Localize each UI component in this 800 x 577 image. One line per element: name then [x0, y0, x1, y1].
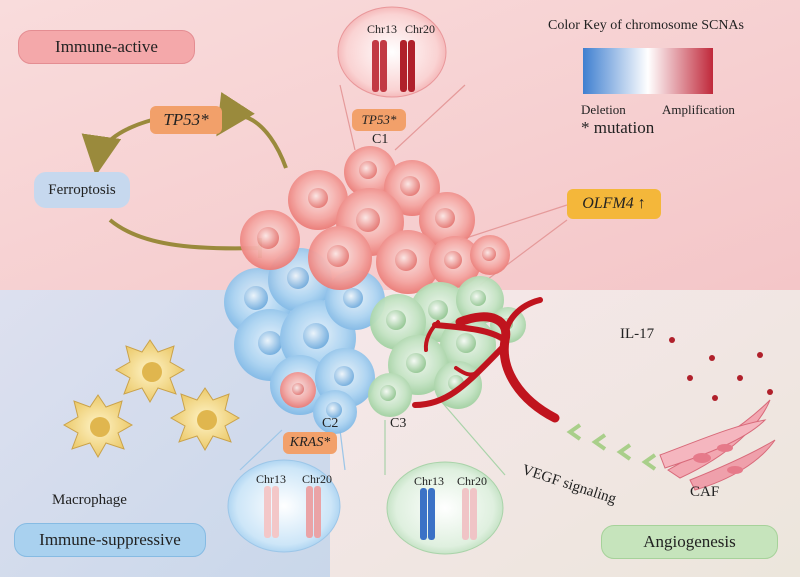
deletion-label: Deletion: [581, 102, 626, 117]
c3-chromosome-bubble: [386, 461, 504, 555]
arrow-to-ferroptosis: [81, 118, 153, 176]
up-arrow-icon: ↑: [637, 195, 646, 212]
c1-chr13-label: Chr13: [367, 22, 397, 36]
c2-chromosome-bubble: [227, 459, 341, 553]
tumor-cell: [456, 276, 504, 324]
tumor-cell: [368, 373, 412, 417]
vegf-chevrons: [566, 423, 657, 471]
c1-cell-cluster: [240, 146, 510, 408]
tumor-cell: [429, 236, 481, 288]
caf-label: CAF: [690, 484, 720, 500]
olfm4-tag: OLFM4 ↑: [567, 189, 661, 219]
arrow-to-tp53: [216, 91, 288, 169]
c1-label: C1: [372, 132, 389, 147]
macrophage-cell: [62, 394, 134, 459]
caf-cells: [659, 399, 776, 491]
c2-chr20-label: Chr20: [302, 472, 332, 486]
c2-kras-tag: KRAS*: [283, 432, 337, 454]
tumor-cell: [288, 170, 348, 230]
c1-chr20-label: Chr20: [405, 22, 435, 36]
il17-dots: [669, 337, 773, 401]
c2-label: C2: [322, 416, 339, 431]
tumor-cell: [308, 226, 372, 290]
tumor-cell: [376, 230, 440, 294]
tumor-cell: [313, 390, 357, 434]
macrophage-cell: [169, 387, 241, 452]
immune-active-label: Immune-active: [18, 30, 195, 64]
olfm4-gene: OLFM4: [582, 195, 634, 212]
tumor-cell: [419, 192, 475, 248]
tumor-cell: [240, 210, 300, 270]
blood-vessel: [412, 297, 560, 423]
macrophage-label: Macrophage: [52, 492, 127, 508]
c2-chr13-label: Chr13: [256, 472, 286, 486]
angiogenesis-label: Angiogenesis: [601, 525, 778, 559]
color-key-gradient: [583, 48, 713, 94]
ferroptosis-label: Ferroptosis: [34, 172, 130, 208]
tp53-tag: TP53*: [150, 106, 222, 134]
c3-label: C3: [390, 416, 407, 431]
immune-suppressive-label: Immune-suppressive: [14, 523, 206, 557]
il17-label: IL-17: [620, 326, 655, 342]
tumor-cell: [470, 235, 510, 275]
tumor-cell: [344, 146, 396, 198]
c3-cell-cluster: [368, 276, 526, 417]
tumor-cell: [280, 372, 316, 408]
c3-chr13-label: Chr13: [414, 474, 444, 488]
c1-tp53-tag: TP53*: [352, 109, 406, 131]
macrophage-cell: [114, 339, 186, 404]
c3-chr20-label: Chr20: [457, 474, 487, 488]
color-key-title: Color Key of chromosome SCNAs: [548, 18, 744, 33]
mutation-note: * mutation: [581, 118, 655, 137]
amplification-label: Amplification: [662, 102, 735, 117]
c1-chromosome-bubble: [337, 6, 447, 98]
inhibition-arrow: [108, 218, 261, 251]
